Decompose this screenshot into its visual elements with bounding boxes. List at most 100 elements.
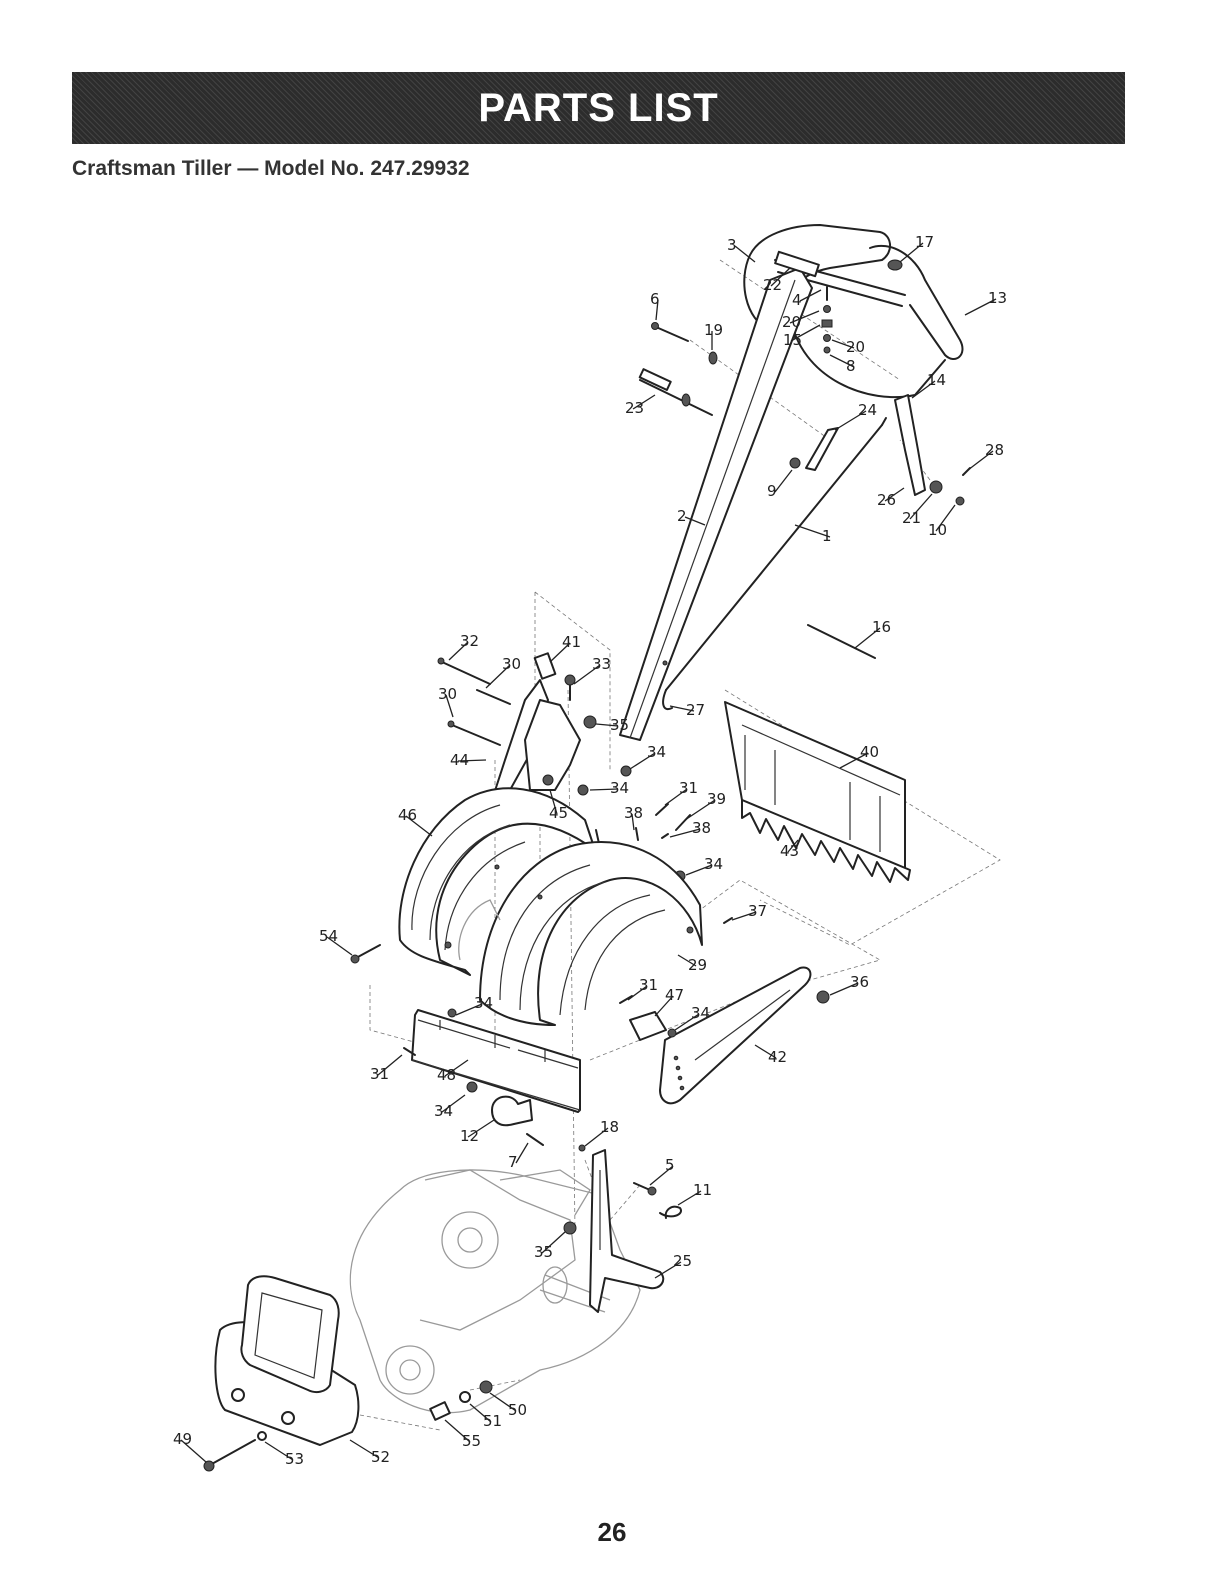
callout-leader-52 [349,1439,380,1459]
callout-leader-9 [774,469,793,493]
plate-48-slots [439,1020,546,1062]
mounting-plate [403,1008,581,1113]
callout-47: 47 [665,986,684,1004]
callout-6: 6 [650,290,660,308]
spacer-23 [681,393,691,407]
callout-leader-13 [964,298,997,316]
bolt-30b-head [447,720,455,728]
callout-leader-22 [770,267,791,287]
callout-leader-15 [790,324,821,342]
callout-leader-20 [831,339,855,349]
bolt-32 [441,661,491,685]
callout-18: 18 [600,1118,619,1136]
callout-12: 12 [460,1127,479,1145]
shield-hole-3 [444,941,452,949]
spacer-55 [429,1401,451,1421]
pivot-bolts [437,657,511,746]
callout-leader-43 [787,839,799,853]
depth-bar-25 [589,1149,665,1313]
depth-stop-assembly [724,701,911,883]
callout-leader-8 [829,354,855,368]
bolt-5-head [647,1186,657,1196]
callout-leader-41 [549,642,571,663]
callout-35: 35 [534,1243,553,1261]
callout-20: 20 [846,338,865,356]
callout-33: 33 [592,655,611,673]
callout-32: 32 [460,632,479,650]
callout-leader-34 [674,1013,700,1031]
nut-34b [577,784,589,796]
bolt-32-head [437,657,445,665]
bolt-49 [209,1439,256,1466]
callout-24: 24 [858,401,877,419]
callout-54: 54 [319,927,338,945]
nut-36 [816,990,830,1004]
spacer-41 [533,652,557,680]
callout-34: 34 [434,1102,453,1120]
callout-23: 23 [625,399,644,417]
callout-leader-49 [180,1439,207,1463]
callout-25: 25 [673,1252,692,1270]
side-plate-hole-4 [679,1085,685,1091]
callout-21: 21 [902,509,921,527]
callout-leader-14 [911,380,936,399]
callout-2: 2 [677,507,687,525]
callout-leader-11 [677,1190,702,1206]
bumper-hole-1 [231,1388,245,1402]
pin-7 [526,1133,544,1146]
side-plate-hole-2 [675,1065,681,1071]
bolt-30a [476,689,511,705]
pin-38a [635,827,639,841]
callout-leader-17 [899,242,924,263]
shield-hole-1 [494,864,500,870]
callout-29: 29 [688,956,707,974]
callout-leader-38 [669,828,701,838]
callout-16: 16 [872,618,891,636]
depth-plate-window-1 [744,735,881,852]
callout-leader-25 [654,1261,682,1279]
hitch-parts [491,1095,586,1152]
shield-29 [479,841,703,1026]
bolt-30b [451,724,501,746]
bolt-54 [355,944,381,959]
callout-20: 20 [782,313,801,331]
control-rod-line [665,424,883,691]
callout-9: 9 [767,482,777,500]
callout-leader-10 [935,504,956,532]
control-rod-hook [662,689,673,710]
nut-34a [620,765,632,777]
pivot-brackets [491,652,581,801]
bolt-23 [639,379,713,416]
bracket-45-hole [542,774,554,786]
bolt-6-head [651,322,659,330]
callout-leader-28 [967,450,994,471]
callout-30: 30 [502,655,521,673]
side-plate-42 [659,966,812,1105]
depth-bar [589,1149,682,1313]
callout-15: 15 [783,331,802,349]
bolt-5 [633,1182,651,1191]
pin-38b [661,833,669,839]
callout-49: 49 [173,1430,192,1448]
bracket-47 [629,1011,667,1041]
callout-55: 55 [462,1432,481,1450]
nut-35-upper [583,715,597,729]
callout-50: 50 [508,1401,527,1419]
callout-leader-46 [405,815,433,837]
callout-48: 48 [437,1066,456,1084]
callout-leader-32 [448,641,469,661]
callout-38: 38 [624,804,643,822]
callout-31: 31 [679,779,698,797]
callout-38: 38 [692,819,711,837]
callout-leader-36 [829,982,859,996]
callout-leader-33 [573,664,601,685]
page-number: 26 [597,1517,627,1547]
callout-leader-35 [595,723,619,727]
handle-lower-bend [789,314,946,399]
callout-leader-29 [677,954,697,967]
gear-top-inner [457,1227,483,1253]
callout-34: 34 [610,779,629,797]
callout-leader-35 [541,1231,566,1254]
nut-10 [955,496,965,506]
side-plate-hole-3 [677,1075,683,1081]
